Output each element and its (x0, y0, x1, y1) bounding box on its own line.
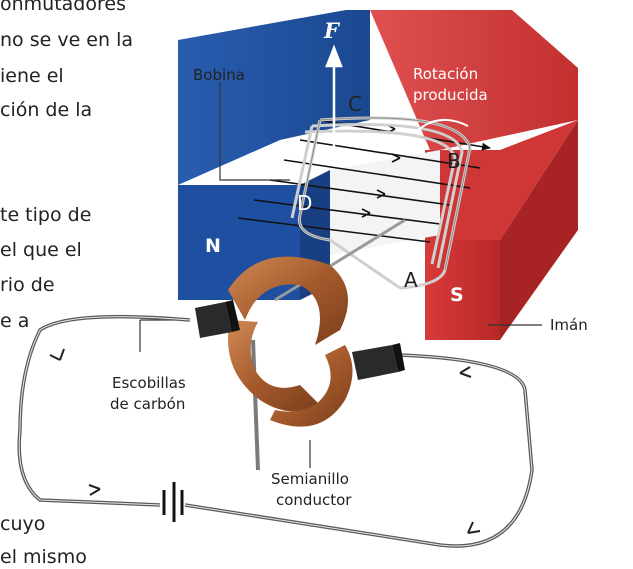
magnet-south-front (425, 240, 500, 340)
text-line-8: e a (0, 310, 30, 332)
rotation-label-line1: Rotación (413, 65, 479, 83)
split-ring-label-line2: conductor (276, 491, 352, 509)
point-label-d: D (297, 191, 313, 215)
magnet-south-top (370, 10, 578, 150)
text-line-2: no se ve en la (0, 29, 133, 51)
point-label-b: B (447, 149, 461, 173)
brushes-label-line1: Escobillas (112, 374, 186, 392)
text-line-4: ción de la (0, 99, 93, 121)
magnet-south-upper (425, 120, 578, 240)
south-pole-label: S (450, 284, 464, 306)
text-line-3: iene el (0, 65, 64, 87)
commutator-ring (228, 256, 348, 345)
force-vector-label: F (324, 18, 339, 43)
coil-label: Bobina (193, 66, 245, 84)
magnet-north-top (178, 10, 370, 185)
point-label-c: C (348, 92, 362, 116)
magnet-label: Imán (550, 316, 588, 334)
text-line-1: onmutadores (0, 0, 126, 15)
text-line-6: el que el (0, 239, 82, 261)
rotation-label-line2: producida (413, 86, 488, 104)
text-line-9: cuyo (0, 513, 46, 535)
text-line-7: rio de (0, 274, 55, 296)
pole-gap (330, 150, 440, 255)
point-label-a: A (404, 268, 418, 292)
split-ring-label-line1: Semianillo (271, 470, 349, 488)
circuit-wire (17, 314, 534, 548)
brushes-label-line2: de carbón (110, 395, 186, 413)
magnet-south-side (500, 120, 578, 340)
text-line-5: te tipo de (0, 204, 92, 226)
rotation-arrow (417, 119, 469, 131)
right-brush (352, 345, 398, 380)
left-brush (195, 302, 232, 338)
north-pole-label: N (205, 235, 221, 257)
